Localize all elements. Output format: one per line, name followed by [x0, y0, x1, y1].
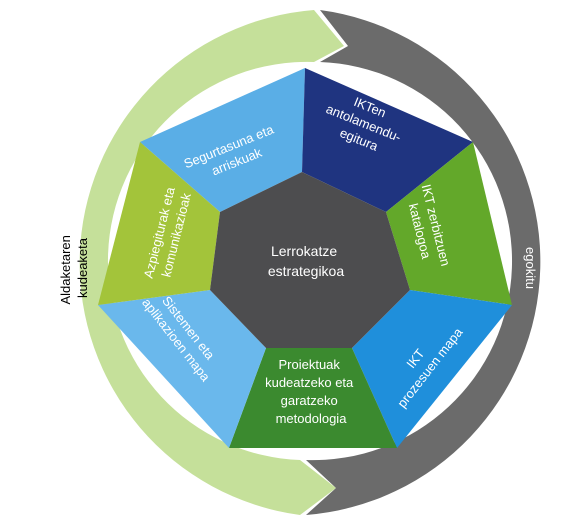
segment-ikt-zerbitzuen — [386, 142, 512, 305]
segment-azpiegiturak — [98, 142, 220, 305]
label-proiektuak: Proiektuak kudeatzeko eta garatzeko meto… — [265, 357, 357, 426]
ring-left-label: Aldaketaren kudeaketa — [58, 231, 90, 304]
ring-left-label-line-1: Aldaketaren — [58, 235, 73, 304]
segment-sistemen — [98, 290, 266, 448]
label-proiektuak-line-2: kudeatzeko eta — [265, 375, 354, 390]
ring-left-label-line-2: kudeaketa — [75, 237, 90, 298]
label-proiektuak-line-3: garatzeko — [281, 393, 338, 408]
center-label-line-2: estrategikoa — [268, 263, 344, 279]
label-proiektuak-line-4: metodologia — [276, 411, 348, 426]
segment-proiektuak — [229, 348, 397, 448]
center-label-line-1: Lerrokatze — [271, 243, 337, 259]
segment-ikten — [302, 68, 473, 212]
ring-left-segment — [79, 10, 344, 515]
outer-ring — [79, 10, 541, 515]
heptagon — [98, 68, 512, 448]
label-proiektuak-line-1: Proiektuak — [278, 357, 340, 372]
ring-right-label: Araudia egokitu — [523, 244, 555, 292]
center-heptagon — [210, 172, 410, 348]
ring-right-segment — [306, 10, 541, 515]
center-label: Lerrokatze estrategikoa — [268, 243, 344, 279]
ring-right-label-line-1: Araudia — [540, 244, 555, 290]
segment-ikt-prozesuen — [352, 290, 512, 448]
segment-segurtasuna — [140, 68, 305, 212]
ring-right-label-line-2: egokitu — [523, 247, 538, 289]
